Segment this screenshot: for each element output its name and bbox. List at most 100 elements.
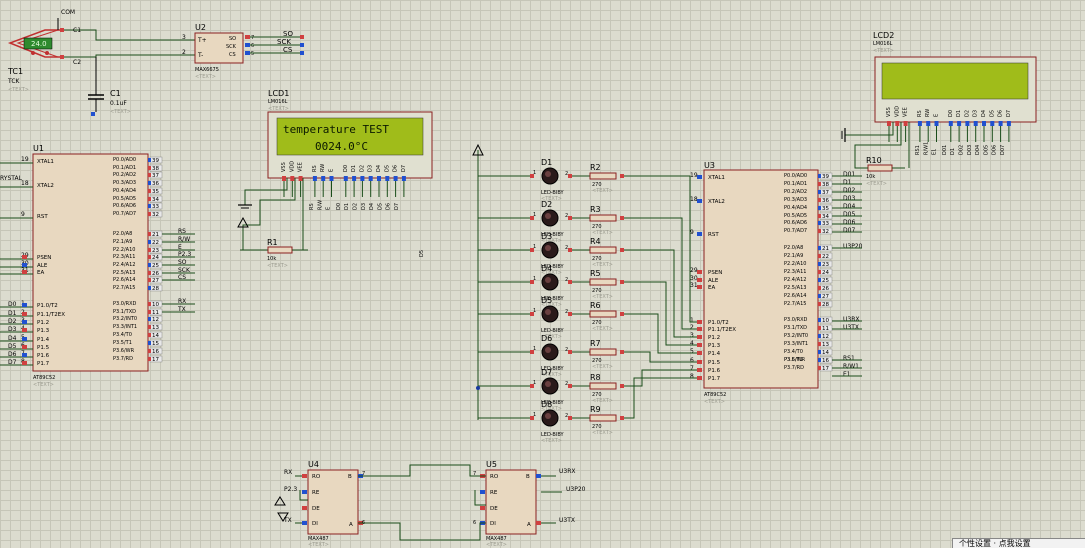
u1-pin-number: 24 [152, 255, 159, 261]
u3-pin-number: 36 [822, 198, 829, 204]
u3-pin-name: P2.1/A9 [784, 253, 803, 259]
u1-pin-name: XTAL2 [37, 183, 54, 189]
u3-pin-number: 3 [690, 332, 694, 339]
lcd2-net-label: D05 [983, 145, 989, 155]
resistor-r10[interactable]: R10 10k <TEXT> [866, 156, 905, 187]
u4-net-p23: P2.3 [284, 486, 297, 493]
u3-pin-name: P2.0/A8 [784, 245, 803, 251]
u2-pin-cs: CS [229, 52, 236, 58]
lcd2-net-label: D02 [959, 145, 965, 155]
chip-u5-max487[interactable]: U5 MAX487 <TEXT> ROREDEDIBAU3RXU3P20U3TX… [473, 460, 586, 548]
u1-pin-marker [22, 303, 27, 307]
u3-pin-name: P1.2 [708, 335, 720, 341]
thermocouple-tc1[interactable]: 24.0 TC1 TCK <TEXT> [7, 29, 60, 93]
lcd1-text: <TEXT> [268, 106, 289, 112]
u1-pin-number: 37 [152, 173, 159, 179]
led-text: <TEXT> [541, 372, 562, 378]
u3-right-net-label: D02 [843, 187, 855, 194]
lcd1-pin-marker [393, 176, 398, 181]
lcd2-net-label: RS1 [915, 145, 921, 155]
u2-net-sck: SCK [277, 38, 291, 46]
u3-pin-number: 13 [822, 342, 829, 348]
led-label: D8 [541, 400, 552, 409]
lcd1-pin-marker [298, 176, 303, 181]
u3-pin-marker [818, 262, 821, 266]
chip-u2-max6675[interactable]: U2 MAX6675 <TEXT> T+ T- 3 2 SO SCK CS 7 … [182, 23, 304, 80]
u3-pin-marker [697, 278, 702, 282]
status-bar[interactable]: 个性设置 · 点我设置 [952, 538, 1085, 548]
u3-pin-name: P0.1/AD1 [784, 181, 807, 187]
u3-right-net-label: RS1 [843, 355, 855, 362]
led-pin-2: 2 [565, 347, 568, 353]
resistor-r1[interactable]: R1 10k <TEXT> [240, 238, 308, 269]
u1-pin-name: P3.3/INT1 [113, 324, 137, 330]
u3-pin-number: 35 [822, 206, 829, 212]
chip-u1-at89c52[interactable]: U1 AT89C52 <TEXT> XTAL119XTAL218RST9PSEN… [0, 144, 195, 388]
lcd1-label: LCD1 [268, 89, 289, 98]
u1-right-net-label: RX [178, 298, 186, 305]
lcd2-type: LM016L [873, 41, 893, 47]
lcd2-contrast-wiring [841, 122, 910, 169]
u1-left-net-label: D2 [8, 318, 17, 325]
lcd1-net-label: D2 [353, 203, 359, 210]
com-net-label: COM [61, 9, 75, 16]
u1-pin-name: P1.7 [37, 361, 50, 367]
u1-text: <TEXT> [33, 382, 54, 388]
tc1-value: 24.0 [31, 40, 47, 48]
led-pin-1: 1 [533, 412, 536, 418]
led-pin-1: 1 [533, 212, 536, 218]
lcd2-net-label: D1 [950, 148, 956, 155]
u2-pin-tplus: T+ [197, 37, 207, 44]
u1-pin-marker [22, 255, 27, 259]
u3-pin-number: 21 [822, 246, 829, 252]
chip-u3-at89c52[interactable]: U3 AT89C52 <TEXT> XTAL119XTAL218RST9PSEN… [690, 161, 863, 405]
u1-pin-number: 9 [21, 211, 25, 218]
u1-left-net-label: D7 [8, 359, 17, 366]
lcd1-display[interactable]: LCD1 LM016L <TEXT> temperature TEST 0024… [267, 89, 433, 210]
u3-pin-marker [697, 335, 702, 339]
u3-pin-marker [697, 343, 702, 347]
resistor-label: R5 [590, 269, 601, 278]
u1-pin-name: P0.4/AD4 [113, 188, 136, 194]
u1-pin-marker [148, 232, 151, 236]
lcd1-pin-name: RS [312, 165, 318, 172]
net-c2: C2 [73, 59, 81, 66]
led-wire [624, 377, 697, 419]
lcd1-net-label: D1 [344, 203, 350, 210]
lcd1-pin-name: D2 [359, 165, 365, 172]
led-wire [624, 351, 697, 363]
net-d5-label: D5 [419, 250, 425, 257]
led-type: LED-BIBY [541, 296, 564, 302]
u1-pin-name: P0.1/AD1 [113, 165, 136, 171]
capacitor-c1[interactable]: C1 0.1uF <TEXT> [88, 57, 131, 116]
resistor-text: <TEXT> [592, 262, 613, 268]
led-pin-2: 2 [565, 381, 568, 387]
u3-pin-name: P0.6/AD6 [784, 220, 807, 226]
resistor-value: 270 [592, 224, 602, 230]
u1-pin-name: P0.5/AD5 [113, 196, 136, 202]
lcd1-pin-name: E [329, 169, 335, 172]
u5-net-tx: U3TX [559, 517, 575, 524]
u1-pin-name: EA [37, 270, 44, 276]
u3-pin-name: ALE [708, 278, 719, 284]
